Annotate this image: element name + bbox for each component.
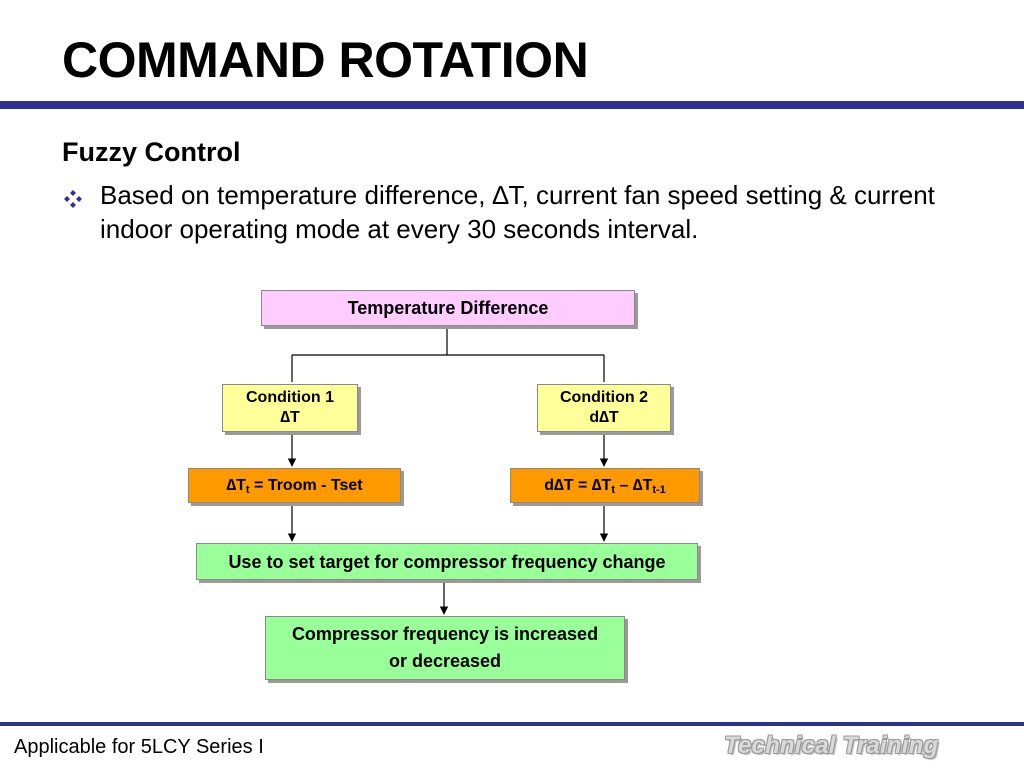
slide-title: COMMAND ROTATION — [62, 32, 589, 88]
compressor-frequency-box: Compressor frequency is increased or dec… — [265, 616, 625, 680]
formula2-box: d∆T = ∆Tt – ∆Tt-1 — [510, 468, 700, 503]
formula1-text: ∆Tt = Troom - Tset — [226, 475, 362, 497]
condition1-box: Condition 1 ∆T — [222, 384, 358, 432]
formula2-subscript1: t — [611, 483, 615, 496]
footer-divider — [0, 722, 1024, 726]
compressor-line2: or decreased — [388, 651, 502, 671]
formula2-lhs: d∆T = ∆T — [544, 476, 612, 494]
section-heading: Fuzzy Control — [62, 137, 241, 167]
target-setting-box: Use to set target for compressor frequen… — [196, 543, 698, 580]
formula1-lhs: ∆T — [226, 476, 246, 494]
footer-applicable-text: Applicable for 5LCY Series I — [14, 736, 264, 758]
target-setting-label: Use to set target for compressor frequen… — [228, 551, 666, 572]
condition1-title: Condition 1 — [246, 389, 334, 406]
formula2-subscript2: t-1 — [652, 483, 666, 496]
title-divider — [0, 101, 1024, 109]
formula1-rhs: = Troom - Tset — [249, 476, 363, 494]
condition2-title: Condition 2 — [560, 389, 648, 406]
formula1-subscript: t — [245, 483, 250, 496]
formula1-box: ∆Tt = Troom - Tset — [188, 468, 401, 503]
condition2-symbol: d∆T — [589, 409, 619, 426]
footer-watermark: Technical Training — [724, 732, 939, 759]
compressor-line1: Compressor frequency is increased — [291, 624, 599, 644]
condition1-symbol: ∆T — [280, 409, 300, 426]
condition2-box: Condition 2 d∆T — [537, 384, 671, 432]
temperature-difference-box: Temperature Difference — [261, 290, 635, 326]
formula2-mid: – ∆T — [615, 476, 653, 494]
diamond-bullet-icon — [64, 190, 82, 208]
temperature-difference-label: Temperature Difference — [347, 298, 549, 318]
bullet-text: Based on temperature difference, ∆T, cur… — [100, 180, 935, 244]
formula2-text: d∆T = ∆Tt – ∆Tt-1 — [544, 475, 666, 497]
